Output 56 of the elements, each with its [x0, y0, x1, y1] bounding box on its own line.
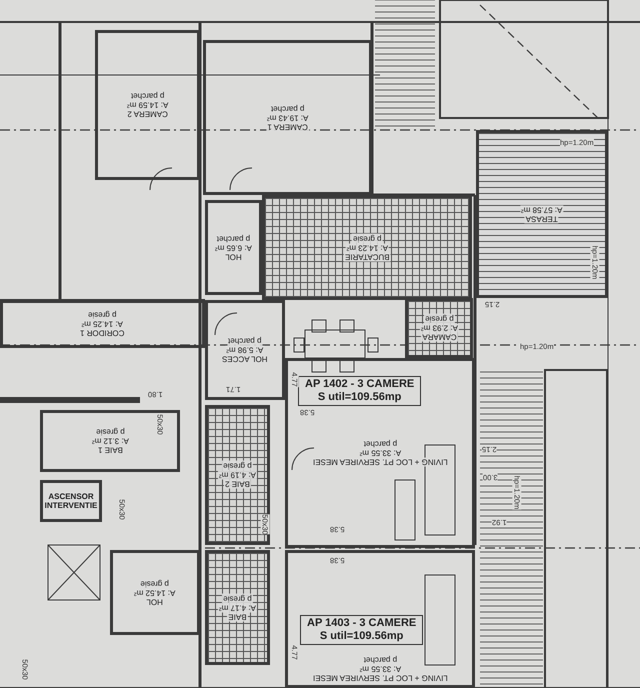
apartment-label-box	[298, 376, 422, 406]
room-label: A: 14.23 m²	[345, 242, 389, 252]
apartment-label: S util=109.56mp	[320, 630, 404, 644]
room-area	[40, 410, 180, 472]
room-label: A: 33.55 m²	[358, 448, 402, 458]
room-label: CAMARA	[420, 332, 458, 342]
room-area	[40, 480, 102, 522]
room-area	[205, 405, 270, 545]
apartment-label-box	[300, 615, 424, 646]
room-area	[0, 300, 205, 348]
room-label: p gresie	[424, 314, 454, 324]
room-label: A: 57.58 m²	[520, 204, 564, 214]
apartment-label: AP 1403 - 3 CAMERE	[307, 617, 416, 630]
room-label: ASCENSOR INTERVENTIE	[44, 492, 98, 510]
room-label: A: 19.43 m²	[266, 112, 310, 122]
room-label: A: 14.25 m²	[80, 319, 124, 329]
room-label: p parchet	[130, 91, 166, 100]
apartment-label: S util=109.56mp	[318, 391, 402, 404]
room-label: CAMERA 2	[126, 110, 169, 119]
room-label: BAIE 2	[224, 480, 251, 489]
room-label: A: 4.17 m²	[218, 602, 257, 612]
room-label: A: 14.52 m²	[133, 588, 177, 598]
room-label: TERASA	[524, 214, 559, 224]
room-area	[95, 30, 200, 180]
room-label: p parchet	[227, 336, 263, 346]
room-label: BUCATARIE	[344, 252, 390, 262]
room-area	[205, 550, 270, 665]
room-label: p parchet	[362, 655, 398, 665]
room-area	[285, 550, 475, 688]
room-label: BAIE 1	[96, 446, 124, 455]
room-label: p gresie	[94, 427, 126, 436]
room-label: p gresie	[352, 234, 382, 243]
room-label: A: 2.93 m²	[420, 323, 458, 333]
room-label: p gresie	[222, 461, 253, 470]
room-label: A: 33.55 m²	[358, 664, 402, 674]
room-label: A: 6.65 m²	[214, 242, 253, 252]
room-label: p parchet	[216, 234, 252, 243]
room-label: p gresie	[140, 578, 170, 588]
room-area	[285, 358, 475, 548]
room-area	[205, 300, 285, 400]
room-area	[262, 195, 472, 300]
room-label: p gresie	[222, 594, 253, 603]
room-label: HOL ACCES	[221, 354, 269, 364]
apartment-label: AP 1402 - 3 CAMERE	[305, 378, 414, 392]
room-label: A: 14.59 m²	[126, 100, 170, 110]
room-label: p gresie	[87, 310, 118, 320]
room-label: p parchet	[270, 104, 306, 113]
room-area	[110, 550, 200, 635]
room-label: CORIDOR 1	[79, 328, 126, 338]
room-label: A: 4.19 m²	[218, 470, 257, 480]
room-label: LIVING + LOC PT. SERVIREA MESEI	[312, 674, 448, 683]
room-label: p parchet	[362, 439, 398, 448]
room-label: LIVING + LOC PT. SERVIREA MESEI	[312, 458, 448, 467]
room-area	[405, 298, 473, 358]
room-label: A: 3.12 m²	[90, 436, 130, 446]
terrace-area	[476, 130, 608, 298]
